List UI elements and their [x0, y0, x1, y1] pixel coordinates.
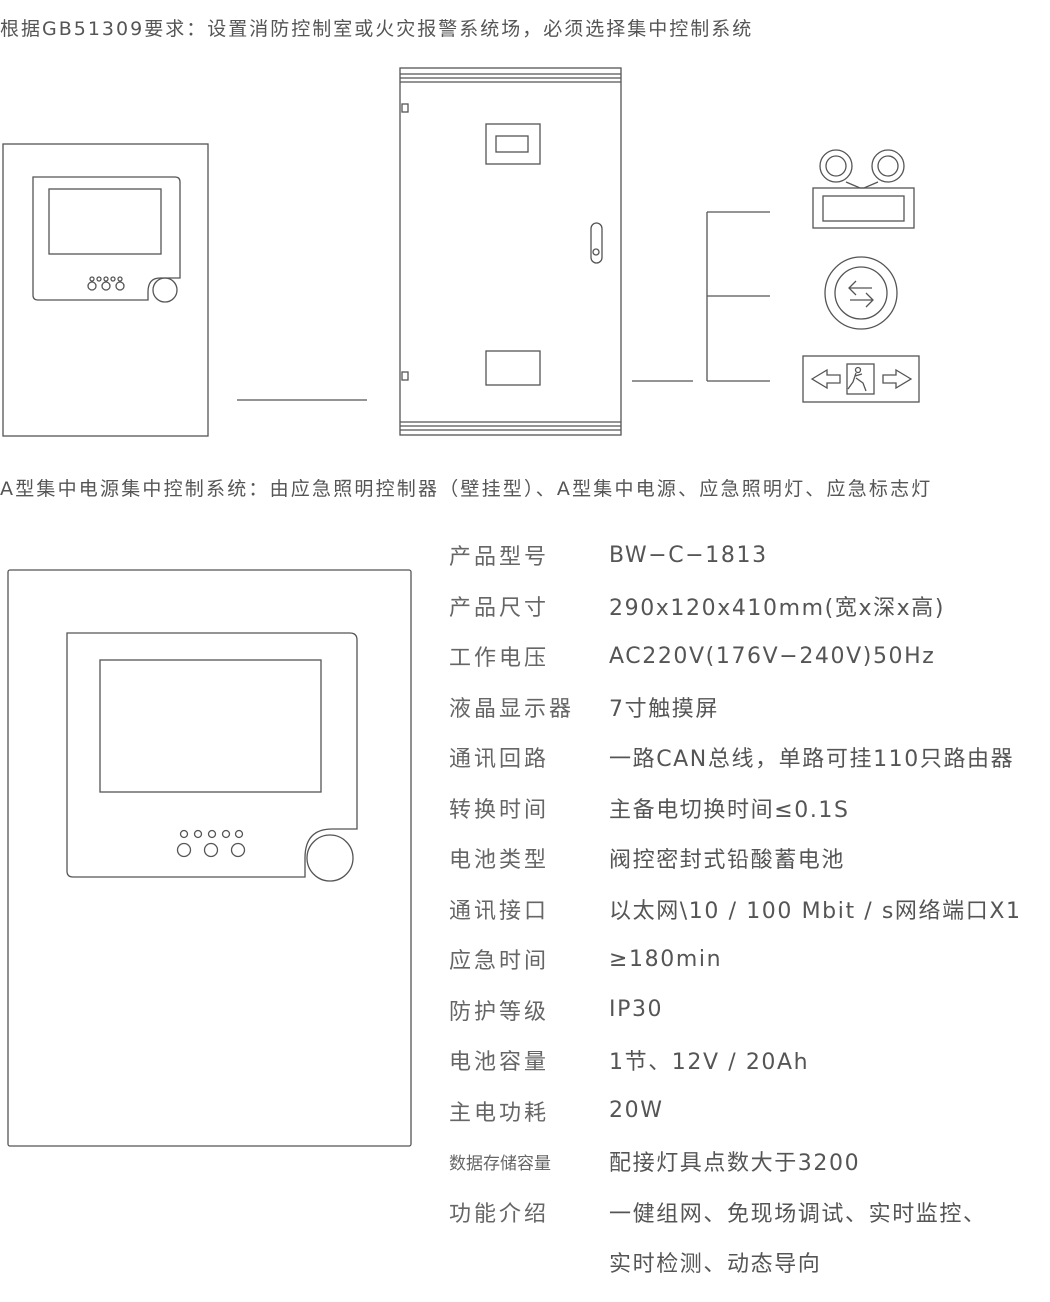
- spec-row-features: 功能介绍 一健组网、免现场调试、实时监控、: [449, 1187, 1049, 1238]
- spec-row-battery-type: 电池类型 阀控密封式铅酸蓄电池: [449, 833, 1049, 884]
- spec-row-switch-time: 转换时间 主备电切换时间≤0.1S: [449, 783, 1049, 834]
- emergency-light-illustration: [812, 149, 915, 229]
- exit-sign-illustration: [802, 355, 920, 403]
- controller-illustration: [2, 143, 209, 437]
- spec-row-display: 液晶显示器 7寸触摸屏: [449, 682, 1049, 733]
- power-cabinet-illustration: [399, 67, 622, 436]
- spec-label: 主电功耗: [449, 1100, 550, 1126]
- spec-value: AC220V(176V−240V)50Hz: [609, 643, 936, 669]
- spec-row-interface: 通讯接口 以太网\10 / 100 Mbit / s网络端口X1: [449, 884, 1049, 935]
- spec-label: 通讯接口: [449, 898, 550, 924]
- spec-row-features-cont: 实时检测、动态导向: [449, 1237, 1049, 1288]
- spec-table: 产品型号 BW−C−1813 产品尺寸 290x120x410mm(宽x深x高) 工…: [449, 530, 1049, 1288]
- direction-sign-illustration: [824, 256, 898, 330]
- product-front-view: [7, 569, 412, 1147]
- spec-value: 配接灯具点数大于3200: [609, 1151, 861, 1177]
- spec-value: 阀控密封式铅酸蓄电池: [609, 848, 846, 874]
- controller-buttons: [87, 276, 125, 291]
- spec-label: 电池类型: [449, 848, 550, 874]
- spec-row-voltage: 工作电压 AC220V(176V−240V)50Hz: [449, 631, 1049, 682]
- spec-row-size: 产品尺寸 290x120x410mm(宽x深x高): [449, 581, 1049, 632]
- spec-label: 电池容量: [449, 1050, 550, 1076]
- spec-label: 功能介绍: [449, 1201, 550, 1227]
- spec-value: 以太网\10 / 100 Mbit / s网络端口X1: [609, 898, 1022, 924]
- spec-row-loop: 通讯回路 一路CAN总线，单路可挂110只路由器: [449, 732, 1049, 783]
- system-caption: A型集中电源集中控制系统：由应急照明控制器（壁挂型）、A型集中电源、应急照明灯、…: [0, 478, 933, 500]
- spec-value: 主备电切换时间≤0.1S: [609, 797, 850, 823]
- spec-value: 一健组网、免现场调试、实时监控、: [609, 1201, 987, 1227]
- spec-label: 产品尺寸: [449, 595, 550, 621]
- spec-label: 产品型号: [449, 545, 550, 571]
- spec-value: 1节、12V / 20Ah: [609, 1050, 810, 1076]
- spec-value: 20W: [609, 1098, 664, 1124]
- spec-row-storage: 数据存储容量 配接灯具点数大于3200: [449, 1136, 1049, 1187]
- spec-row-protection: 防护等级 IP30: [449, 985, 1049, 1036]
- spec-label: 转换时间: [449, 797, 550, 823]
- requirement-note: 根据GB51309要求：设置消防控制室或火灾报警系统场，必须选择集中控制系统: [0, 18, 754, 40]
- spec-row-power: 主电功耗 20W: [449, 1086, 1049, 1137]
- spec-value: ≥180min: [609, 946, 723, 972]
- spec-row-emergency-time: 应急时间 ≥180min: [449, 934, 1049, 985]
- spec-value: 290x120x410mm(宽x深x高): [609, 595, 946, 621]
- spec-value: BW−C−1813: [609, 542, 768, 568]
- spec-label: 通讯回路: [449, 747, 550, 773]
- spec-label: 液晶显示器: [449, 696, 575, 722]
- spec-label: 应急时间: [449, 949, 550, 975]
- spec-value: IP30: [609, 997, 664, 1023]
- spec-row-battery-capacity: 电池容量 1节、12V / 20Ah: [449, 1035, 1049, 1086]
- spec-row-model: 产品型号 BW−C−1813: [449, 530, 1049, 581]
- spec-label: 防护等级: [449, 999, 550, 1025]
- spec-value: 7寸触摸屏: [609, 696, 719, 722]
- spec-value: 一路CAN总线，单路可挂110只路由器: [609, 747, 1015, 773]
- spec-value-continuation: 实时检测、动态导向: [609, 1252, 822, 1278]
- spec-label: 工作电压: [449, 646, 550, 672]
- spec-label: 数据存储容量: [449, 1153, 551, 1174]
